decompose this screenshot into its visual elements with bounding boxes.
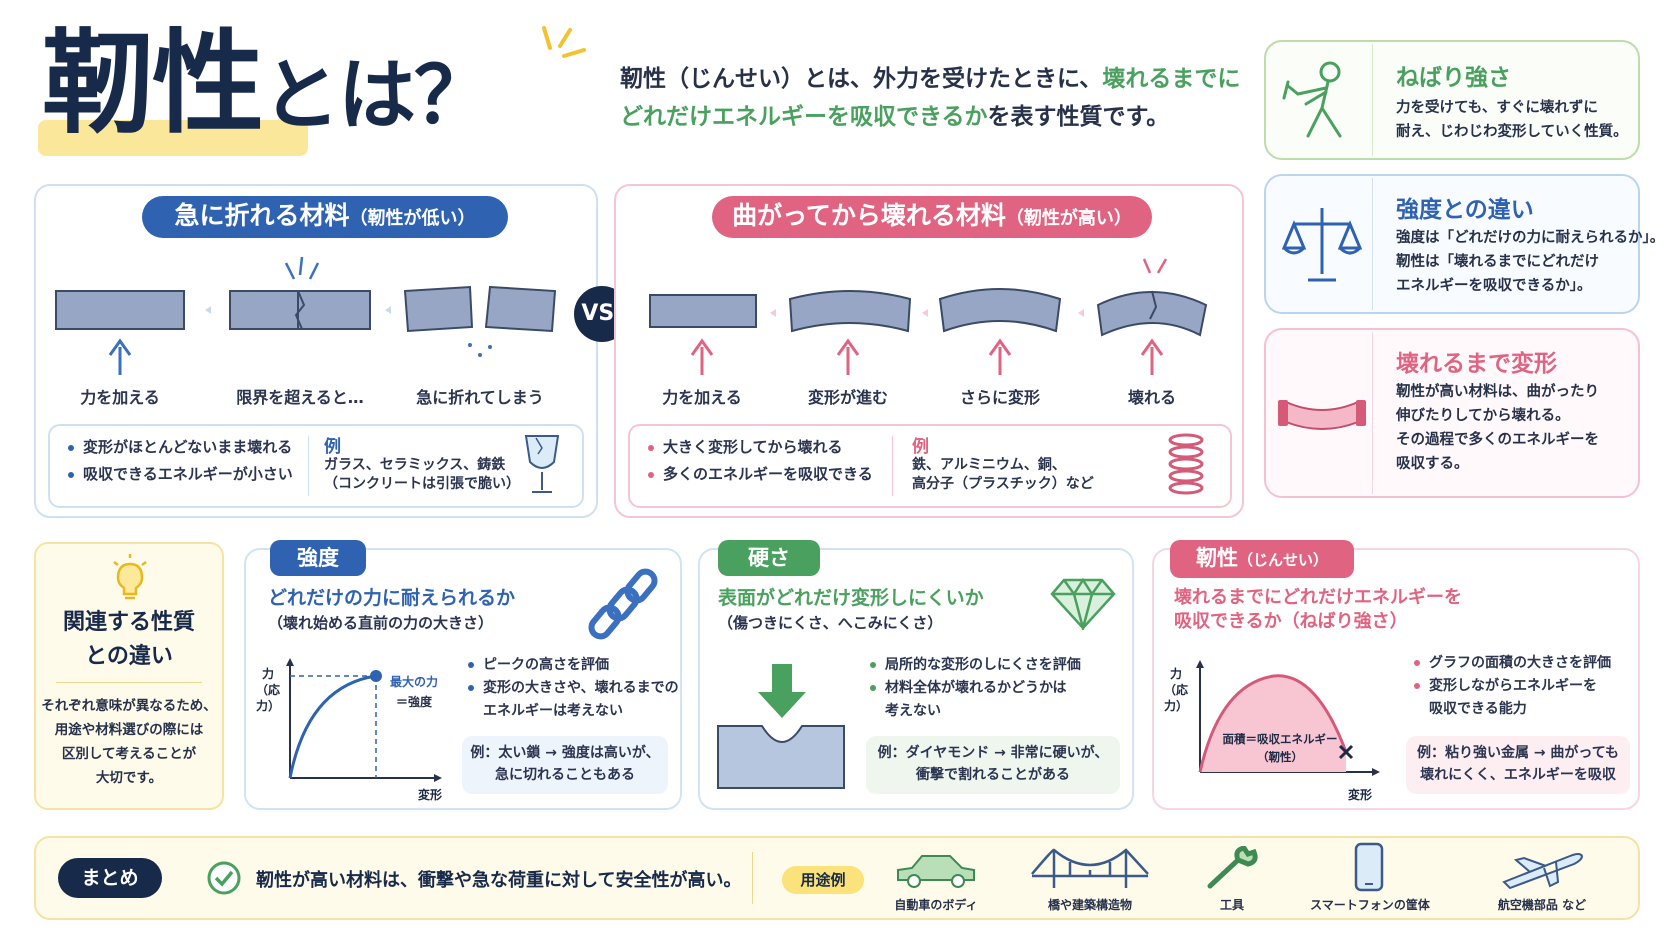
smartphone-icon	[1354, 842, 1384, 892]
summary-divider	[752, 852, 753, 904]
car-icon	[897, 855, 975, 888]
sparkle-icon	[542, 26, 586, 58]
hardness-question: 表面がどれだけ変形しにくいか	[718, 587, 984, 609]
low-step-2-label: 限界を超えると…	[236, 388, 364, 407]
use-smartphone-label: スマートフォンの筐体	[1310, 898, 1430, 912]
use-aircraft-label: 航空機部品 など	[1497, 898, 1587, 912]
toughness-area-label: 面積＝吸収エネルギー（靭性）	[1222, 732, 1338, 764]
use-bridge-label: 橋や建築構造物	[1047, 898, 1132, 912]
side-card-tenacity-title: ねばり強さ	[1396, 65, 1511, 91]
chain-icon	[588, 568, 658, 640]
summary-label: まとめ	[58, 858, 162, 898]
balance-scale-icon	[1282, 208, 1362, 282]
toughness-tag: 靭性（じんせい）	[1170, 540, 1354, 578]
side-card-strength-diff-title: 強度との違い	[1396, 197, 1534, 223]
bullet-item: グラフの面積の大きさを評価	[1414, 652, 1611, 675]
bent-bar-icon	[1278, 400, 1366, 430]
toughness-question: 壊れるまでにどれだけエネルギーを吸収できるか（ねばり強さ）	[1174, 587, 1462, 632]
low-example-text: ガラス、セラミックス、鋳鉄（コンクリートは引張で脆い）	[324, 457, 520, 492]
page-title: 靭性とは？	[42, 19, 492, 149]
strength-subtitle: （壊れ始める直前の力の大きさ）	[268, 614, 494, 632]
diamond-icon	[1050, 577, 1116, 630]
side-card-divider	[1372, 44, 1373, 156]
low-toughness-header: 急に折れる材料（靭性が低い）	[142, 196, 508, 238]
strength-bullets: ピークの高さを評価 変形の大きさや、壊れるまでの エネルギーは考えない	[468, 654, 679, 723]
high-toughness-bullets: 大きく変形してから壊れる 多くのエネルギーを吸収できる	[648, 434, 873, 488]
airplane-icon	[1502, 853, 1584, 890]
title-highlight	[38, 120, 308, 156]
high-step-1-label: 力を加える	[662, 388, 742, 407]
side-card-divider	[1372, 178, 1373, 310]
bullet-item: 大きく変形してから壊れる	[648, 434, 873, 461]
high-toughness-steps-illustration	[649, 258, 1208, 375]
strength-peak-label: 最大の力＝強度	[390, 675, 439, 709]
bullet-item: 多くのエネルギーを吸収できる	[648, 461, 873, 488]
high-example-label: 例	[912, 437, 929, 457]
intro-text: 靭性（じんせい）とは、外力を受けたときに、壊れるまでに どれだけエネルギーを吸収…	[620, 66, 1241, 130]
indentation-illustration	[717, 664, 845, 789]
hardness-bullets: 局所的な変形のしにくさを評価 材料全体が壊れるかどうかは 考えない	[870, 654, 1081, 723]
use-tool-label: 工具	[1219, 898, 1244, 912]
low-toughness-steps-illustration	[55, 256, 557, 375]
side-card-tenacity-text: 力を受けても、すぐに壊れずに耐え、じわじわ変形していく性質。	[1396, 100, 1628, 140]
side-card-strength-diff	[1264, 174, 1640, 314]
bullet-item: 変形しながらエネルギーを	[1414, 675, 1611, 698]
low-step-1-label: 力を加える	[80, 388, 160, 407]
high-toughness-header: 曲がってから壊れる材料（靭性が高い）	[712, 196, 1152, 238]
toughness-example-box: 例：粘り強い金属 → 曲がっても壊れにくく、エネルギーを吸収	[1406, 736, 1630, 794]
side-card-divider	[1372, 332, 1373, 494]
bridge-icon	[1031, 848, 1149, 888]
bullet-item: 材料全体が壊れるかどうかは	[870, 677, 1081, 700]
strength-example-box: 例：太い鎖 → 強度は高いが、急に切れることもある	[462, 736, 668, 794]
toughness-y-label: 力（応力）	[1163, 667, 1188, 713]
glass-icon	[524, 435, 560, 493]
related-divider	[56, 682, 202, 683]
bullet-item: 変形の大きさや、壊れるまでの	[468, 677, 679, 700]
person-pulling-icon	[1282, 61, 1342, 138]
strength-question: どれだけの力に耐えられるか	[268, 587, 516, 609]
bullet-item: 吸収できるエネルギーが小さい	[68, 461, 293, 488]
hardness-subtitle: （傷つきにくさ、へこみにくさ）	[718, 614, 943, 632]
uses-label: 用途例	[782, 866, 864, 894]
low-toughness-info-box	[48, 424, 584, 508]
high-step-4-label: 壊れる	[1127, 388, 1176, 407]
lightbulb-icon	[113, 554, 147, 600]
bullet-item: ピークの高さを評価	[468, 654, 679, 677]
low-toughness-bullets: 変形がほとんどないまま壊れる 吸収できるエネルギーが小さい	[68, 434, 293, 488]
related-title: 関連する性質との違い	[62, 610, 195, 669]
high-toughness-info-box	[628, 424, 1232, 508]
bullet-item: 考えない	[885, 703, 941, 719]
divider	[892, 436, 893, 496]
bullet-item: 変形がほとんどないまま壊れる	[68, 434, 293, 461]
strength-tag: 強度	[270, 540, 366, 576]
strength-x-label: 変形	[418, 788, 443, 802]
strength-y-label: 力（応力）	[255, 667, 280, 713]
side-card-deform-text: 靭性が高い材料は、曲がったり伸びたりしてから壊れる。その過程で多くのエネルギーを…	[1396, 384, 1599, 472]
high-step-2-label: 変形が進む	[807, 388, 888, 407]
side-card-tenacity	[1264, 40, 1640, 160]
side-card-strength-diff-text: 強度は「どれだけの力に耐えられるか」。靭性は「壊れるまでにどれだけエネルギーを吸…	[1396, 230, 1665, 294]
high-example-text: 鉄、アルミニウム、銅、高分子（プラスチック）など	[912, 457, 1094, 492]
bullet-item: 局所的な変形のしにくさを評価	[870, 654, 1081, 677]
bullet-item: 吸収できる能力	[1429, 701, 1527, 717]
check-circle-icon	[207, 861, 241, 895]
low-example-label: 例	[324, 437, 341, 457]
divider	[308, 436, 309, 496]
spring-icon	[1168, 433, 1204, 495]
side-card-deform-title: 壊れるまで変形	[1396, 351, 1557, 377]
toughness-x-label: 変形	[1348, 788, 1373, 802]
related-text: それぞれ意味が異なるため、用途や材料選びの際には区別して考えることが大切です。	[41, 698, 217, 786]
use-car-label: 自動車のボディ	[894, 898, 978, 912]
high-step-3-label: さらに変形	[959, 388, 1040, 407]
toughness-bullets: グラフの面積の大きさを評価 変形しながらエネルギーを 吸収できる能力	[1414, 652, 1611, 721]
summary-text: 靭性が高い材料は、衝撃や急な荷重に対して安全性が高い。	[256, 870, 742, 891]
bullet-item: エネルギーは考えない	[483, 703, 623, 719]
low-step-3-label: 急に折れてしまう	[416, 388, 544, 407]
toughness-graph	[1196, 660, 1380, 776]
hardness-example-box: 例：ダイヤモンド → 非常に硬いが、衝撃で割れることがある	[866, 736, 1120, 794]
hardness-tag: 硬さ	[718, 540, 820, 576]
strength-graph	[286, 658, 442, 782]
wrench-icon	[1207, 846, 1258, 889]
